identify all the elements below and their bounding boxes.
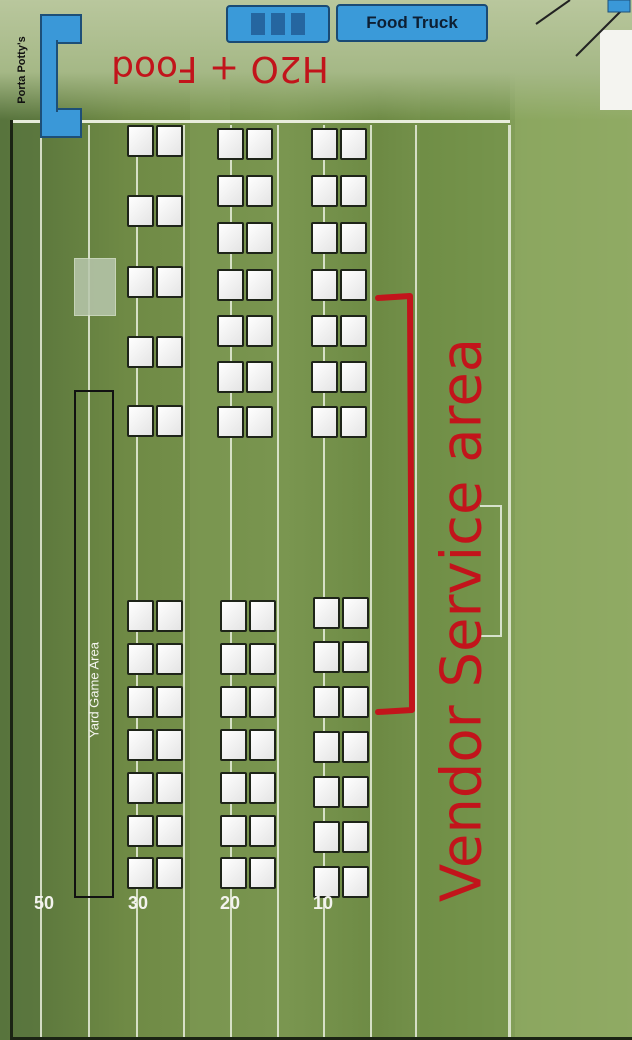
porta-potty-icon xyxy=(40,40,58,112)
food-truck-icon xyxy=(226,5,330,43)
truck-detail-icon xyxy=(251,13,265,35)
porta-potty-label: Porta Potty's xyxy=(16,36,28,103)
truck-detail-icon xyxy=(271,13,285,35)
corner-sketch-icon xyxy=(530,0,632,60)
truck-detail-icon xyxy=(291,13,305,35)
field-frame xyxy=(10,120,632,1040)
h2o-food-annotation: H2O + Food xyxy=(100,48,340,89)
food-truck-label: Food Truck xyxy=(336,4,488,42)
